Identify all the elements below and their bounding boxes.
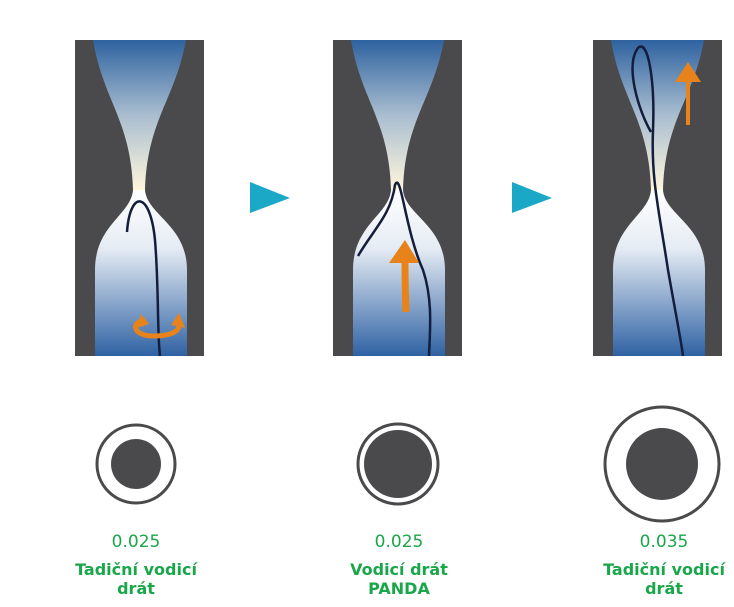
label-line: Vodicí drát	[350, 560, 448, 579]
wire-label-3: Tadiční vodicí drát	[564, 560, 734, 598]
label-line: drát	[117, 579, 155, 598]
label-line: Tadiční vodicí	[603, 560, 725, 579]
vessel-panel-1	[75, 40, 204, 357]
label-line: drát	[645, 579, 683, 598]
wire-size-3: 0.035	[639, 532, 689, 552]
vessel-panel-3	[593, 40, 722, 357]
wire-label-1: Tadiční vodicí drát	[36, 560, 236, 598]
next-step-arrow-icon	[250, 182, 290, 213]
vessel-panel-2	[333, 40, 462, 357]
wire-size-2: 0.025	[374, 532, 424, 552]
label-line: Tadiční vodicí	[75, 560, 197, 579]
guidewire	[631, 45, 685, 357]
guidewire	[125, 200, 162, 357]
cross-section-1	[95, 423, 177, 505]
rotation-arrow-icon	[133, 317, 182, 339]
label-line: PANDA	[368, 579, 430, 598]
next-step-arrow-icon	[512, 182, 552, 213]
wire-label-2: Vodicí drát PANDA	[299, 560, 499, 598]
cross-section-2	[356, 422, 440, 506]
cross-section-3	[603, 405, 721, 523]
push-arrow-icon	[401, 261, 410, 313]
guidewire	[356, 181, 432, 357]
wire-size-1: 0.025	[111, 532, 161, 552]
